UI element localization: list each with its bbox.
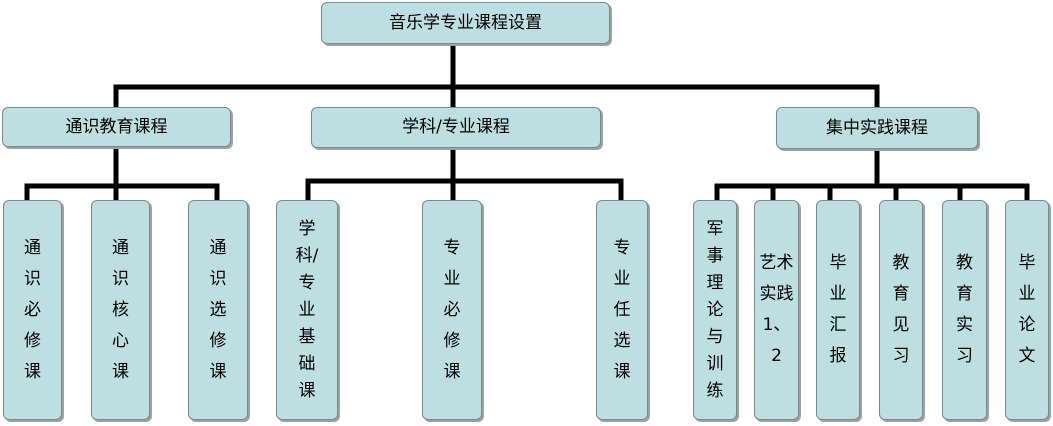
leaf-major-required: 专业必修课 — [422, 200, 482, 420]
leaf-label: 毕业论文 — [1018, 253, 1036, 366]
leaf-education-internship: 教育实习 — [942, 200, 987, 420]
leaf-label: 通识核心课 — [112, 237, 129, 382]
leaf-general-required: 通识必修课 — [3, 200, 62, 420]
leaf-graduation-report: 毕业汇报 — [816, 200, 860, 420]
node-discipline-courses: 学科/专业课程 — [311, 107, 601, 148]
leaf-discipline-foundation: 学科/专业基础课 — [276, 200, 338, 420]
node-label: 通识教育课程 — [65, 116, 168, 137]
leaf-label: 专业任选课 — [613, 237, 631, 382]
leaf-label: 军事理论与训练 — [706, 218, 724, 401]
leaf-label: 艺术实践1、2 — [759, 253, 794, 366]
leaf-graduation-thesis: 毕业论文 — [1005, 200, 1049, 420]
root-label: 音乐学专业课程设置 — [389, 12, 542, 33]
node-practice-courses: 集中实践课程 — [776, 107, 978, 149]
leaf-general-elective: 通识选修课 — [188, 200, 248, 420]
leaf-label: 教育见习 — [892, 253, 910, 366]
leaf-label: 通识选修课 — [209, 237, 227, 382]
leaf-label: 毕业汇报 — [829, 253, 847, 366]
leaf-general-core: 通识核心课 — [91, 200, 150, 420]
node-label: 学科/专业课程 — [402, 117, 510, 137]
leaf-label: 专业必修课 — [443, 237, 461, 382]
leaf-label: 通识必修课 — [24, 237, 41, 382]
node-general-education: 通识教育课程 — [2, 107, 231, 147]
node-label: 集中实践课程 — [826, 117, 928, 138]
leaf-label: 学科/专业基础课 — [295, 218, 319, 401]
leaf-education-observation: 教育见习 — [879, 200, 923, 420]
leaf-art-practice: 艺术实践1、2 — [754, 200, 799, 420]
leaf-major-elective: 专业任选课 — [596, 200, 648, 420]
leaf-label: 教育实习 — [956, 253, 973, 366]
leaf-military-training: 军事理论与训练 — [693, 200, 737, 420]
root-node: 音乐学专业课程设置 — [321, 2, 610, 44]
